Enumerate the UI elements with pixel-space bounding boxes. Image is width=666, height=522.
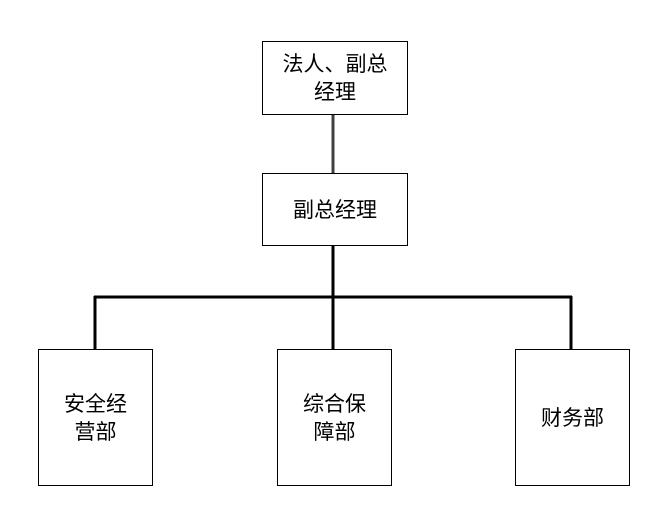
- node-deputy-gm: 副总经理: [262, 173, 408, 246]
- node-finance-dept: 财务部: [515, 349, 630, 486]
- node-label: 安全经 营部: [64, 391, 127, 444]
- node-general-support-dept: 综合保 障部: [277, 349, 392, 486]
- node-label: 副总经理: [293, 197, 377, 222]
- node-safety-operations-dept: 安全经 营部: [38, 349, 153, 486]
- node-label: 综合保 障部: [303, 391, 366, 444]
- node-legal-rep-deputy-gm: 法人、副总 经理: [262, 41, 408, 115]
- node-label: 财务部: [541, 405, 604, 430]
- node-label: 法人、副总 经理: [282, 52, 388, 104]
